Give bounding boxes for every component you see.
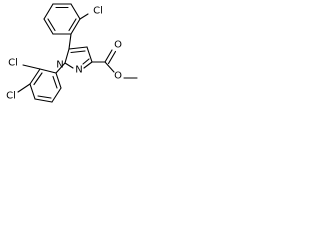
pyrazole-ring	[64, 33, 93, 69]
atom-label-oxygen: O	[114, 40, 122, 51]
structural-formula: Cl N N O O Cl Cl	[6, 3, 138, 103]
bond	[29, 83, 36, 100]
bond	[43, 3, 54, 20]
bond	[104, 61, 115, 73]
bond	[68, 46, 88, 50]
bond	[51, 87, 62, 103]
atom-label-nitrogen: N	[75, 65, 82, 76]
atom-label-chlorine: Cl	[6, 91, 16, 102]
bond	[55, 72, 62, 89]
chlorophenyl-ring	[43, 3, 89, 35]
double-bond-inner	[47, 18, 56, 32]
dichlorophenyl-ring	[17, 62, 66, 103]
double-bond-inner	[68, 18, 77, 32]
bond	[83, 61, 93, 69]
bond	[55, 62, 66, 74]
bond	[39, 68, 57, 74]
double-bond-inner	[82, 58, 90, 65]
bond	[64, 62, 74, 69]
atom-label-chlorine: Cl	[8, 58, 18, 69]
atom-label-chlorine: Cl	[93, 6, 103, 17]
double-bond-inner	[33, 72, 43, 86]
bond	[29, 68, 41, 85]
bond	[70, 18, 81, 35]
bond	[68, 33, 72, 50]
bond	[43, 18, 54, 35]
bond	[22, 64, 41, 70]
bond	[79, 13, 89, 20]
bond	[70, 3, 81, 20]
double-bond-inner	[52, 75, 58, 89]
bond	[86, 46, 93, 63]
bond	[17, 83, 31, 93]
methyl-ester	[91, 49, 138, 79]
double-bond-inner	[37, 95, 52, 99]
atom-label-oxygen: O	[114, 71, 122, 82]
bond	[34, 98, 53, 103]
bond	[64, 48, 70, 64]
atom-label-nitrogen: N	[56, 60, 63, 71]
double-bond	[107, 50, 117, 65]
double-bond-inner	[70, 50, 86, 54]
bond	[104, 49, 113, 63]
